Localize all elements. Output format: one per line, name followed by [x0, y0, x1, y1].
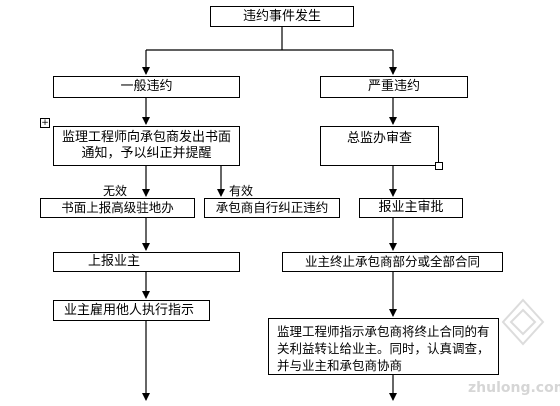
- node-report-senior-office: 书面上报高级驻地办: [40, 198, 195, 218]
- node-terminate-contract: 业主终止承包商部分或全部合同: [282, 252, 503, 272]
- node-engineer-notice: 监理工程师向承包商发出书面通知，予以纠正并提醒: [53, 126, 240, 166]
- node-report-owner-approval: 报业主审批: [359, 198, 463, 218]
- node-start: 违约事件发生: [210, 6, 354, 27]
- resize-handle-icon: [435, 162, 443, 170]
- node-director-review: 总监办审查: [320, 126, 439, 166]
- node-contractor-self-correct: 承包商自行纠正违约: [204, 198, 340, 218]
- label-invalid: 无效: [103, 184, 128, 198]
- node-transfer-rights: 监理工程师指示承包商将终止合同的有关利益转让给业主。同时，认真调查，并与业主和承…: [268, 318, 499, 375]
- label-valid: 有效: [229, 184, 254, 198]
- node-report-owner: 上报业主: [53, 252, 240, 272]
- node-hire-other: 业主雇用他人执行指示: [53, 300, 210, 321]
- watermark-text: zhulong.com: [468, 380, 560, 396]
- watermark-logo-icon: [501, 298, 545, 346]
- node-serious-violation: 严重违约: [320, 76, 468, 98]
- expand-icon: +: [40, 118, 50, 128]
- node-general-violation: 一般违约: [53, 76, 240, 98]
